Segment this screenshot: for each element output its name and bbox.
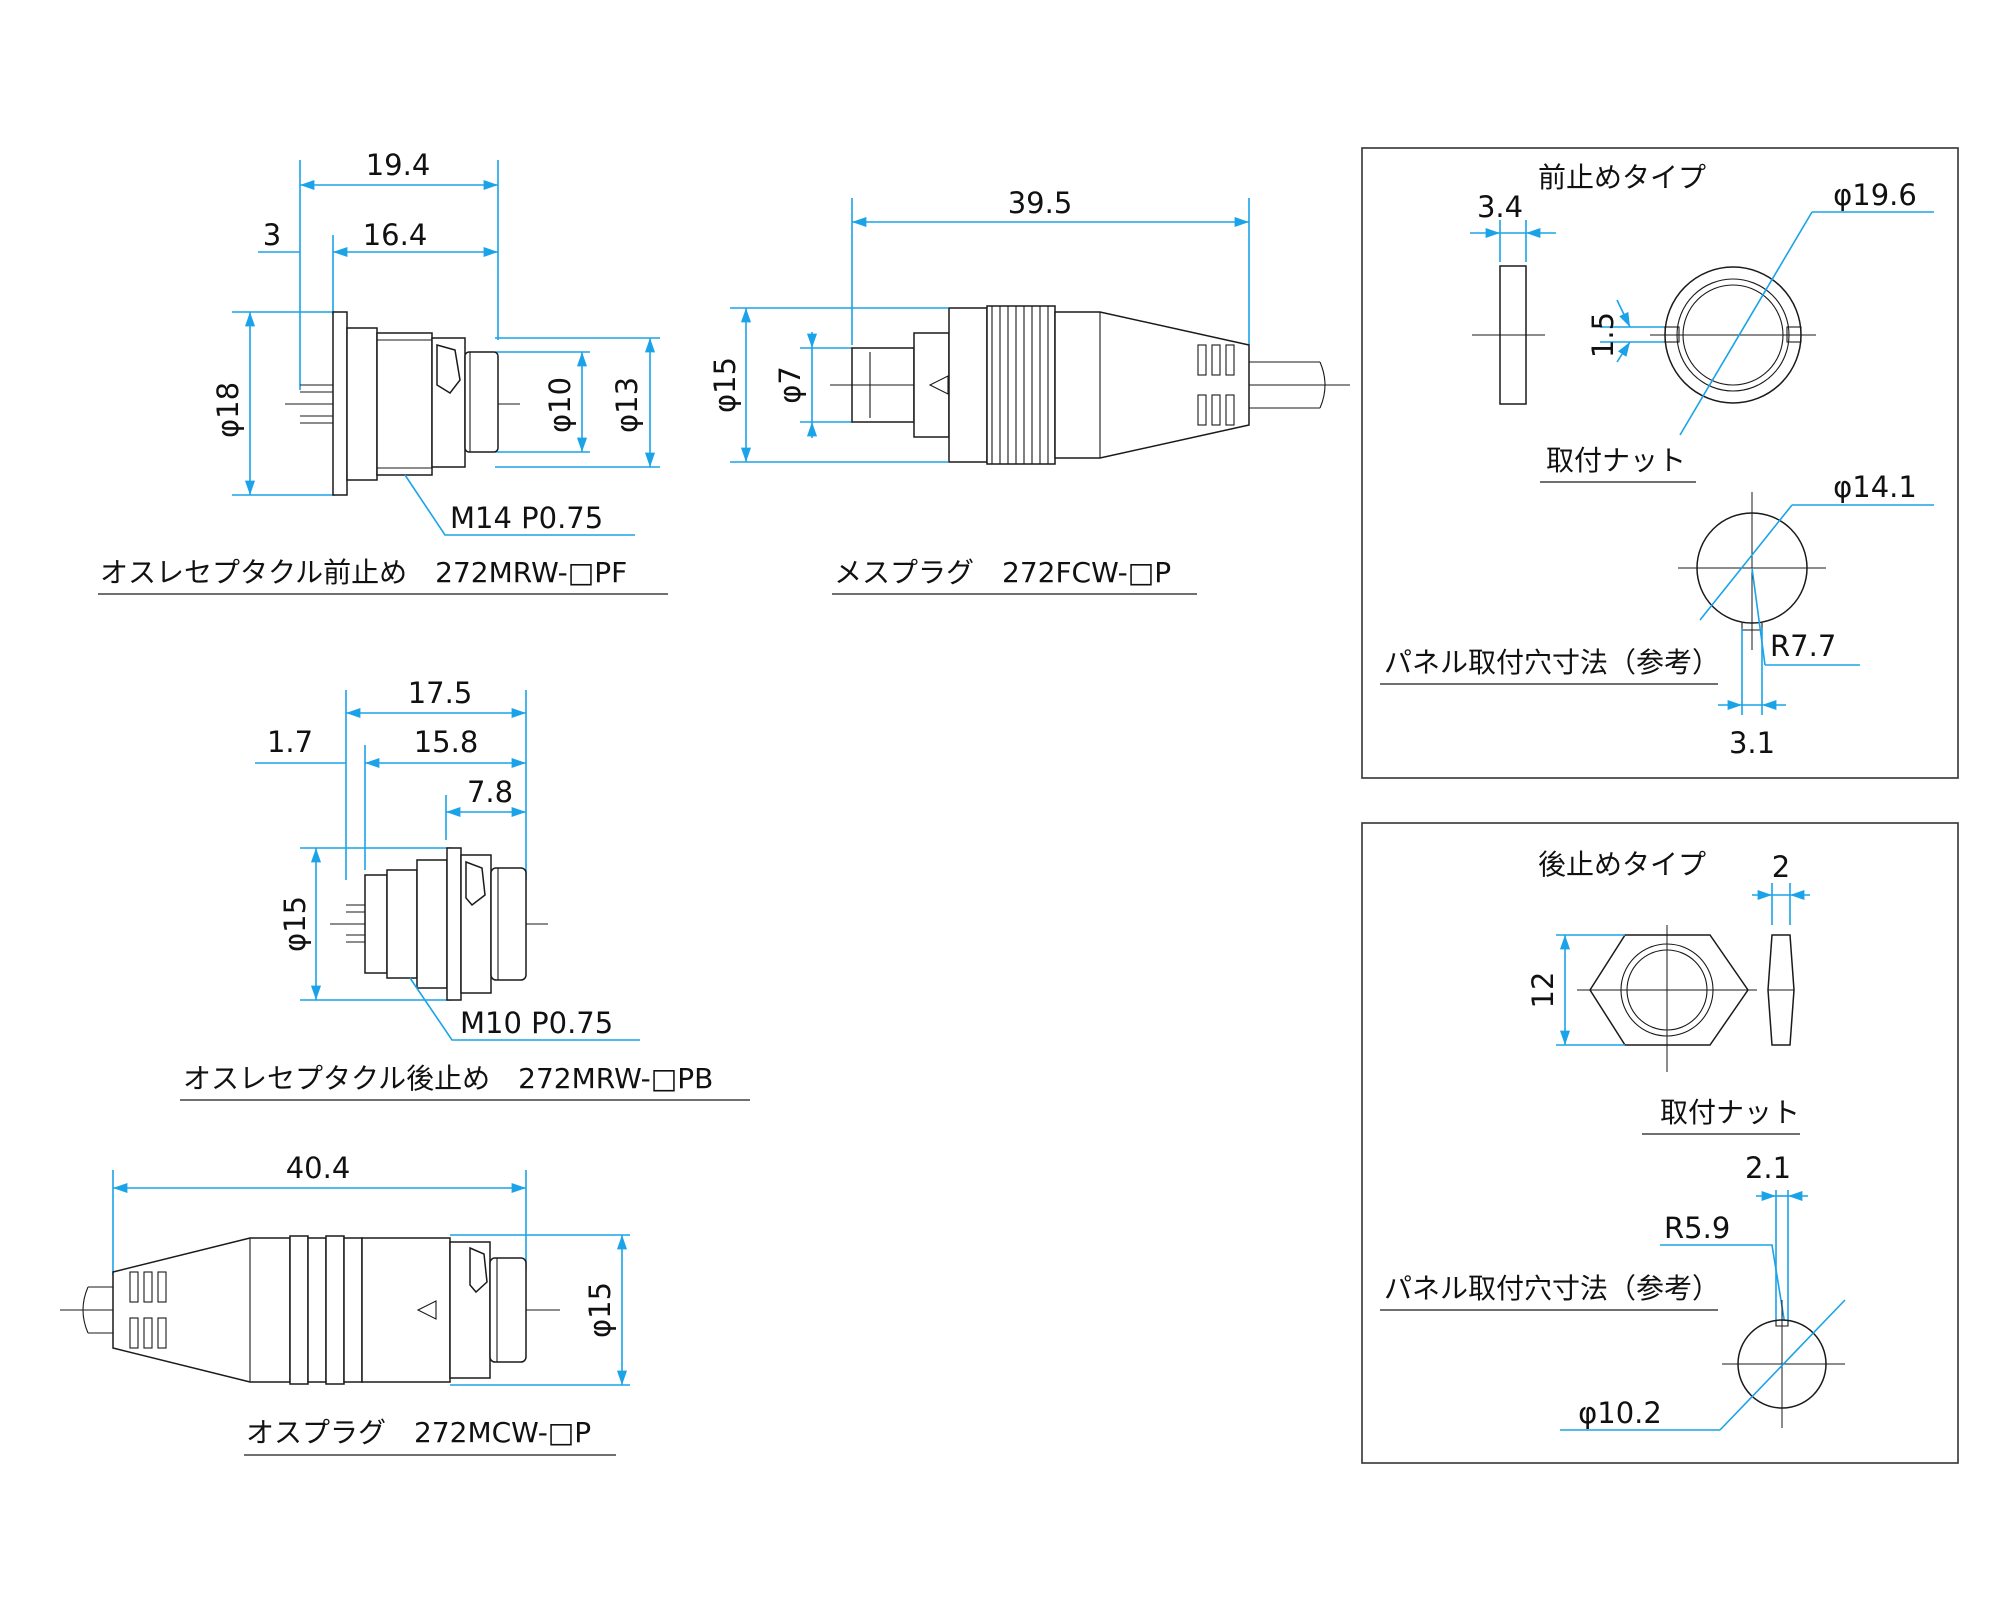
dim-15-8: 15.8 [414,725,479,759]
dim-19-4: 19.4 [366,148,431,182]
female-plug-outline [830,305,1350,465]
dim-phi19-6: φ19.6 [1833,178,1917,212]
dim-39-5: 39.5 [1008,186,1073,220]
dim-phi10: φ10 [543,377,577,433]
front-lock-type-title: 前止めタイプ [1538,161,1706,194]
dim-2: 2 [1772,850,1790,884]
dim-1-5: 1.5 [1586,312,1620,358]
dim-phi15-female: φ15 [708,357,742,413]
rear-receptacle-drawing: 17.5 1.7 15.8 7.8 φ15 M10 P [180,676,750,1101]
dim-16-4: 16.4 [363,218,428,252]
dim-2-1: 2.1 [1745,1151,1791,1185]
dim-3: 3 [263,218,281,252]
male-plug-caption: オスプラグ 272MCW-□P [246,1416,591,1449]
rear-nut-label: 取付ナット [1660,1096,1800,1129]
male-plug-drawing: 40.4 φ15 オ [60,1151,630,1456]
rear-lock-type-panel: 後止めタイプ 2 12 取付ナット 2.1 R5.9 パネ [1361,822,1959,1464]
front-hole-label: パネル取付穴寸法（参考） [1384,646,1720,679]
dim-phi7: φ7 [773,366,807,404]
dim-phi10-2: φ10.2 [1578,1396,1662,1430]
front-receptacle-outline [285,311,520,496]
dim-40-4: 40.4 [286,1151,351,1185]
female-plug-caption: メスプラグ 272FCW-□P [834,556,1171,589]
male-plug-outline [60,1235,560,1385]
dim-phi15-rear: φ15 [278,896,312,952]
front-receptacle-drawing: 19.4 3 16.4 φ18 φ10 φ13 [98,148,668,595]
dim-3-1: 3.1 [1729,726,1775,760]
rear-lock-type-title: 後止めタイプ [1538,848,1706,881]
dim-phi14-1: φ14.1 [1833,470,1917,504]
dim-12: 12 [1526,972,1560,1009]
front-lock-type-panel: 前止めタイプ 3.4 1.5 φ19.6 取付ナット [1361,147,1959,779]
dim-3-4: 3.4 [1477,190,1523,224]
dim-phi13: φ13 [610,377,644,433]
dim-r7-7: R7.7 [1770,629,1836,663]
thread-m14-label: M14 P0.75 [450,501,603,535]
rear-receptacle-outline [330,847,548,1001]
female-plug-drawing: 39.5 φ15 φ7 [708,186,1350,595]
thread-m10-label: M10 P0.75 [460,1006,613,1040]
dim-1-7: 1.7 [267,725,313,759]
front-nut-label: 取付ナット [1546,444,1686,477]
rear-hole-label: パネル取付穴寸法（参考） [1384,1272,1720,1305]
dim-17-5: 17.5 [408,676,473,710]
dim-7-8: 7.8 [467,775,513,809]
dim-phi18: φ18 [211,382,245,438]
rear-receptacle-caption: オスレセプタクル後止め 272MRW-□PB [183,1062,713,1095]
dim-r5-9: R5.9 [1664,1211,1730,1245]
dim-phi15-male: φ15 [583,1282,617,1338]
front-receptacle-caption: オスレセプタクル前止め 272MRW-□PF [100,556,627,589]
